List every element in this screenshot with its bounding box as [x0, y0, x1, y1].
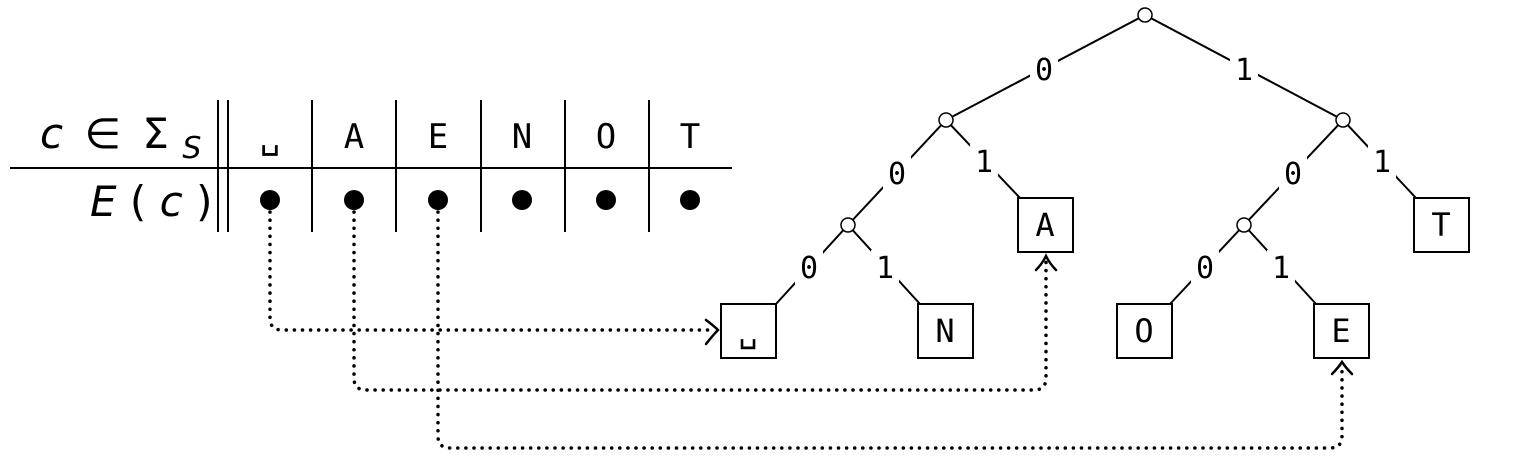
tree-internal-node	[840, 217, 856, 233]
col-header-A: A	[344, 117, 364, 157]
leaf-label-O: O	[1134, 312, 1153, 350]
col-header-N: N	[512, 117, 532, 157]
edge-label-0: 0	[1196, 251, 1214, 286]
pointer-bullet-space	[260, 190, 280, 210]
edge-label-0: 0	[1284, 157, 1302, 192]
pointer-arrow-A	[352, 210, 1048, 392]
label-c: c	[160, 177, 183, 226]
pointer-bullet-A	[344, 190, 364, 210]
edge-label-0: 0	[888, 157, 906, 192]
leaf-nodes: ␣ N A O E T	[720, 197, 1470, 359]
edge-labels: 0 1 0 1 0 1 0 1 0 1	[795, 52, 1396, 286]
leaf-label-T: T	[1431, 206, 1450, 244]
edge-label-1: 1	[1272, 251, 1290, 286]
internal-nodes	[840, 7, 1351, 233]
col-header-space: ␣	[260, 117, 280, 157]
label-sigma: Σ	[142, 109, 169, 158]
edge-label-1: 1	[975, 145, 993, 180]
leaf-label-space: ␣	[738, 312, 757, 350]
row-label-alphabet: c ∈ Σ S	[40, 109, 201, 166]
leaf-box-N	[917, 303, 974, 359]
symbol-table: c ∈ Σ S E ( c ) ␣ A E N O T	[10, 100, 732, 232]
arrowhead-right	[704, 318, 720, 346]
pointer-arrow-E	[436, 210, 1344, 450]
pointer-arrows	[268, 210, 1344, 450]
leaf-box-space	[720, 303, 777, 359]
label-open-paren: (	[130, 177, 146, 226]
col-header-T: T	[680, 117, 700, 157]
label-element-of: ∈	[84, 109, 121, 158]
edge-label-1: 1	[876, 251, 894, 286]
arrowhead-up	[1034, 253, 1058, 272]
edge-label-0: 0	[1035, 53, 1053, 88]
arrowhead-up	[1330, 359, 1354, 376]
label-close-paren: )	[196, 177, 212, 226]
tree-root-node	[1137, 7, 1153, 23]
col-header-E: E	[428, 117, 448, 157]
pointer-bullet-N	[512, 190, 532, 210]
leaf-label-A: A	[1035, 206, 1054, 244]
leaf-box-T	[1413, 197, 1470, 253]
label-c: c	[40, 109, 63, 158]
leaf-label-N: N	[935, 312, 954, 350]
pointer-bullet-E	[428, 190, 448, 210]
tree-internal-node	[938, 112, 954, 128]
row-label-encoding: E ( c )	[90, 177, 213, 226]
pointer-bullet-O	[596, 190, 616, 210]
tree-internal-node	[1236, 217, 1252, 233]
pointer-bullet-T	[680, 190, 700, 210]
leaf-box-O	[1116, 303, 1173, 359]
label-E: E	[90, 177, 117, 226]
edge-label-0: 0	[800, 251, 818, 286]
arrowheads	[704, 253, 1354, 376]
label-subscript-s: S	[182, 131, 201, 166]
edge-label-1: 1	[1235, 53, 1253, 88]
col-header-O: O	[596, 117, 616, 157]
pointer-arrow-space	[268, 210, 714, 332]
leaf-box-A	[1017, 197, 1074, 253]
leaf-box-E	[1313, 303, 1370, 359]
leaf-label-E: E	[1331, 312, 1350, 350]
tree-internal-node	[1335, 112, 1351, 128]
edge-label-1: 1	[1373, 145, 1391, 180]
